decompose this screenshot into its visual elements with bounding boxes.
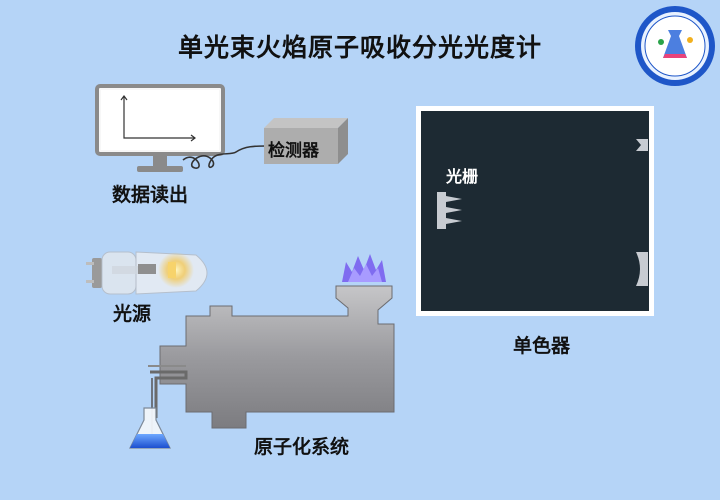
grating-label: 光栅 [446, 167, 479, 186]
flame [342, 254, 386, 282]
hollow-cathode-lamp [86, 251, 208, 295]
light-source-label: 光源 [113, 303, 152, 325]
sample-flask [129, 378, 171, 449]
diagram-title: 单光束火焰原子吸收分光光度计 [177, 33, 542, 62]
monitor [95, 84, 225, 172]
monochromator-label: 单色器 [513, 335, 571, 357]
monochromator-box [416, 106, 654, 316]
detector-label: 检测器 [268, 141, 319, 161]
atomizer-body [148, 285, 395, 429]
logo-seal [635, 6, 715, 86]
detector-box [264, 118, 348, 164]
data-readout-label: 数据读出 [112, 184, 189, 206]
atomization-label: 原子化系统 [254, 436, 350, 458]
cable [182, 145, 267, 169]
